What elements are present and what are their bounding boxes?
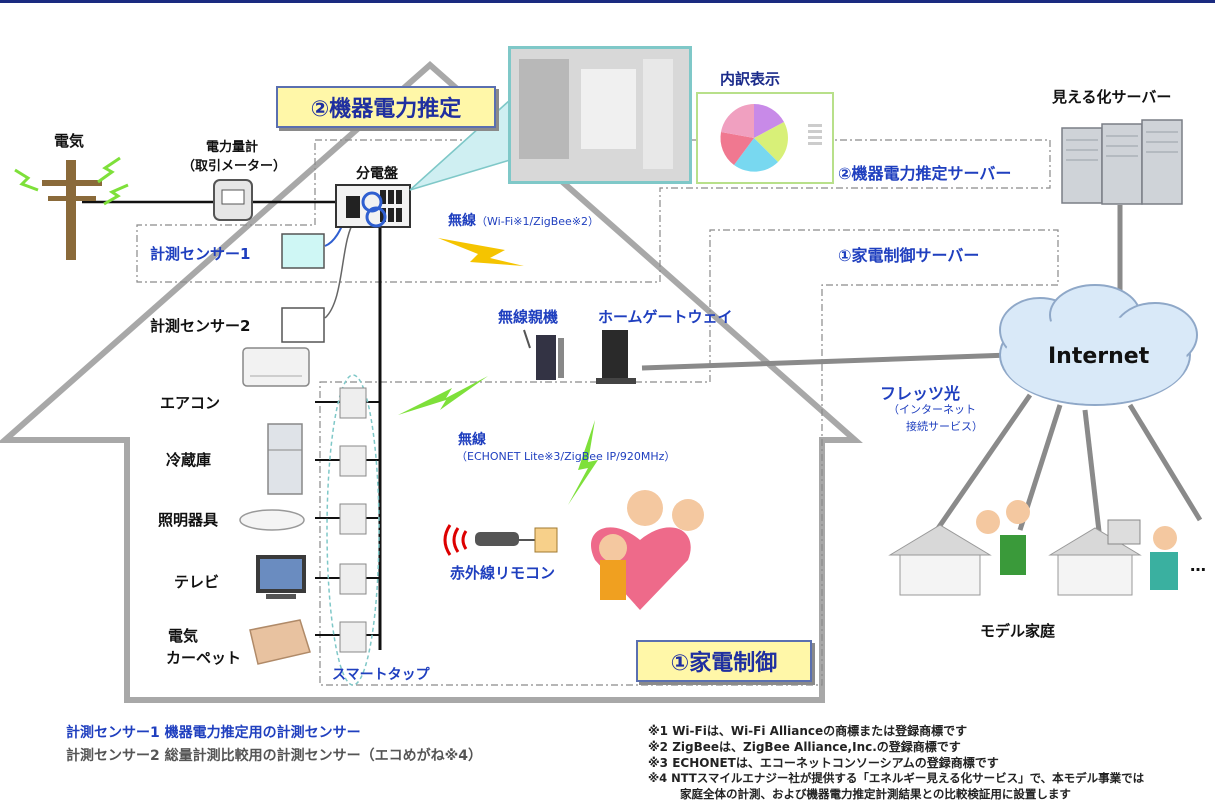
sensor1-label: 計測センサー1	[150, 245, 251, 263]
model-homes-illustration	[888, 500, 1178, 596]
footnote-1: ※1 Wi-Fiは、Wi-Fi Allianceの商標または登録商標です	[648, 724, 968, 738]
meter-subtitle: （取引メーター）	[182, 159, 287, 174]
flets-sub1: （インターネット	[888, 403, 976, 416]
smart-tap-group	[326, 374, 380, 686]
remocon-label: 赤外線リモコン	[450, 564, 556, 582]
reizoko-label: 冷蔵庫	[166, 451, 212, 469]
utility-pole-icon	[14, 156, 129, 260]
legend-sensor2: 計測センサー2 総量計測比較用の計測センサー（エコめがね※4）	[66, 748, 482, 764]
kaden-server-label: ①家電制御サーバー	[838, 246, 980, 265]
legend-sensor1: 計測センサー1 機器電力推定用の計測センサー	[66, 725, 361, 741]
kiki-estimation-box: ②機器電力推定	[276, 86, 496, 128]
wireless2-label: 無線	[458, 432, 486, 448]
distribution-board-icon	[335, 184, 411, 228]
bundenban-label: 分電盤	[356, 166, 398, 182]
tv-label: テレビ	[174, 573, 220, 591]
wireless1-label: 無線（Wi-Fi※1/ZigBee※2）	[448, 213, 600, 229]
internet-cloud-icon	[999, 284, 1198, 406]
meter-title: 電力量計	[206, 140, 259, 155]
tv-icon	[256, 555, 306, 599]
internet-label: Internet	[1048, 344, 1150, 369]
wireless-router-icon	[523, 329, 564, 380]
carpet-label-2: カーペット	[166, 649, 242, 667]
aircon-label: エアコン	[160, 394, 221, 412]
kiki-region	[136, 139, 1051, 283]
distribution-board-photo	[508, 46, 692, 184]
ellipsis-label: …	[1190, 556, 1206, 575]
footnote-2: ※2 ZigBeeは、ZigBee Alliance,Inc.の登録商標です	[648, 740, 961, 754]
flets-label: フレッツ光	[880, 384, 961, 403]
server-rack-icon	[1061, 119, 1183, 205]
sensor2-icon	[281, 307, 325, 343]
power-meter-icon	[213, 179, 253, 221]
shomei-label: 照明器具	[158, 511, 219, 529]
footnote-3: ※3 ECHONETは、エコーネットコンソーシアムの登録商標です	[648, 756, 999, 770]
ir-remote-icon	[443, 524, 558, 556]
kaden-region	[319, 229, 1059, 686]
carpet-label-1: 電気	[168, 627, 199, 645]
flets-sub2: 接続サービス）	[906, 420, 983, 433]
lightning-green-1-icon	[398, 376, 488, 415]
breakdown-chart-panel	[696, 92, 834, 184]
home-gateway-icon	[596, 330, 636, 384]
sensor1-icon	[281, 233, 325, 269]
musen-oyaki-label: 無線親機	[498, 308, 559, 326]
model-katei-label: モデル家庭	[980, 622, 1056, 640]
sensor2-label: 計測センサー2	[150, 317, 251, 335]
smart-tap-label: スマートタップ	[332, 667, 430, 683]
lightning-green-2-icon	[568, 420, 598, 505]
uchiwake-label: 内訳表示	[720, 70, 781, 88]
denki-label: 電気	[54, 132, 85, 150]
ceiling-light-icon	[239, 509, 305, 531]
family-illustration	[591, 490, 704, 610]
aircon-icon	[242, 347, 310, 387]
sensor-legend: 計測センサー1 機器電力推定用の計測センサー 計測センサー2 総量計測比較用の計…	[66, 722, 482, 765]
wireless2-sub: （ECHONET Lite※3/ZigBee IP/920MHz）	[456, 450, 676, 463]
top-border	[0, 0, 1215, 3]
lightning-yellow-icon	[438, 238, 524, 266]
kaden-control-box: ①家電制御	[636, 640, 812, 682]
kiki-server-label: ②機器電力推定サーバー	[838, 164, 1012, 183]
footnote-4: ※4 NTTスマイルエナジー社が提供する「エネルギー見える化サービス」で、本モデ…	[648, 771, 1145, 785]
mieruka-server-label: 見える化サーバー	[1052, 88, 1172, 106]
refrigerator-icon	[267, 423, 303, 495]
footnote-4-cont: 家庭全体の計測、および機器電力推定計測結果との比較検証用に設置します	[680, 787, 1071, 801]
electric-carpet-icon	[249, 619, 311, 665]
home-gateway-label: ホームゲートウェイ	[598, 308, 733, 326]
flets-line	[641, 352, 1011, 371]
